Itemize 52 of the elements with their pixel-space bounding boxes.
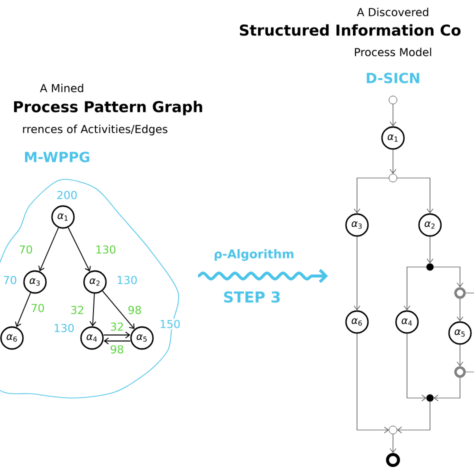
edge-label: 130: [96, 245, 116, 254]
edge-label: 98: [128, 306, 141, 314]
count-label: 130: [52, 322, 76, 334]
heading-text: Process Pattern Graph: [14, 100, 202, 116]
arrow: [426, 236, 434, 264]
arrow: [404, 266, 427, 310]
heading-text: A Mined: [40, 84, 84, 92]
count-label: 150: [158, 318, 182, 330]
gateway-circle: [388, 174, 398, 182]
heading-text: ρ-Algorithm: [214, 249, 294, 261]
edge-label: 98: [110, 345, 124, 354]
count-label: 70: [2, 274, 18, 286]
edge-label: 70: [32, 304, 44, 312]
heading-text: Process Model: [354, 48, 432, 56]
loop-ring: [454, 366, 466, 378]
heading-text: Structured Information Co: [240, 24, 461, 36]
heading-text: rrences of Activities/Edges: [23, 124, 168, 136]
arrow: [89, 293, 96, 326]
gateway-dot: [426, 394, 434, 402]
count-label: 130: [116, 274, 138, 286]
edge-label: 32: [71, 306, 84, 314]
count-label: 200: [56, 190, 78, 200]
arrow: [356, 333, 389, 434]
edge-label: 70: [20, 245, 32, 254]
arrow: [38, 227, 59, 272]
arrow: [102, 290, 134, 330]
loop-ring: [454, 287, 466, 299]
heading-text: D-SICN: [366, 72, 420, 84]
arrow: [390, 104, 396, 126]
gateway-circle: [388, 426, 398, 434]
arrow: [354, 178, 390, 214]
heading-text: M-WPPG: [25, 152, 90, 162]
arrow: [390, 149, 396, 174]
arrow: [390, 434, 396, 453]
arrow: [15, 292, 31, 328]
heading-text: A Discovered: [356, 8, 428, 16]
heading-text: STEP 3: [224, 291, 280, 303]
end-circle: [386, 453, 400, 467]
arrow: [104, 338, 131, 344]
arrow: [434, 377, 460, 402]
arrow: [433, 266, 464, 288]
arrow: [456, 298, 464, 322]
arrow: [103, 332, 130, 338]
arrow: [354, 236, 360, 310]
arrow: [396, 178, 434, 214]
arrow: [406, 333, 426, 402]
arrow: [68, 227, 91, 272]
arrow: [397, 401, 430, 434]
edge-label: 32: [110, 322, 123, 331]
arrow: [456, 344, 464, 366]
gateway-circle: [388, 96, 398, 104]
gateway-dot: [426, 263, 434, 271]
